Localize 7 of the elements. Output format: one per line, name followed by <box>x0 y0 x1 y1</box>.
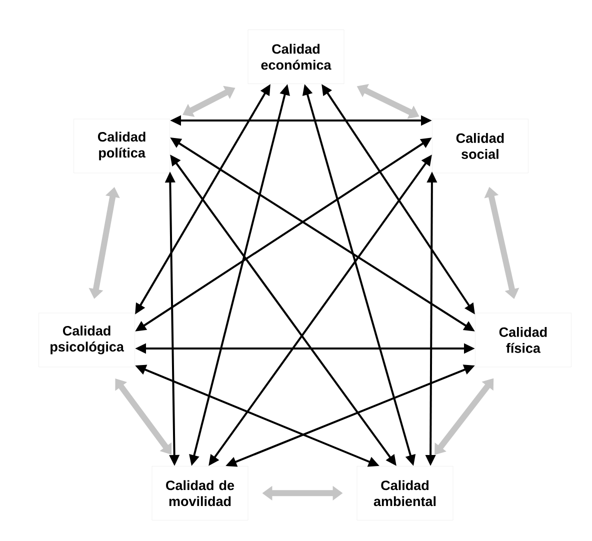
quality-box: Calidad política <box>74 118 170 174</box>
quality-box: Calidad psicológica <box>38 312 135 368</box>
quality-box: Calidad de movilidad <box>152 466 248 520</box>
quality-box: Calidad económica <box>248 30 344 84</box>
quality-box: Calidad ambiental <box>356 466 454 520</box>
quality-box: Calidad social <box>432 118 528 174</box>
quality-box: Calidad física <box>475 312 572 368</box>
